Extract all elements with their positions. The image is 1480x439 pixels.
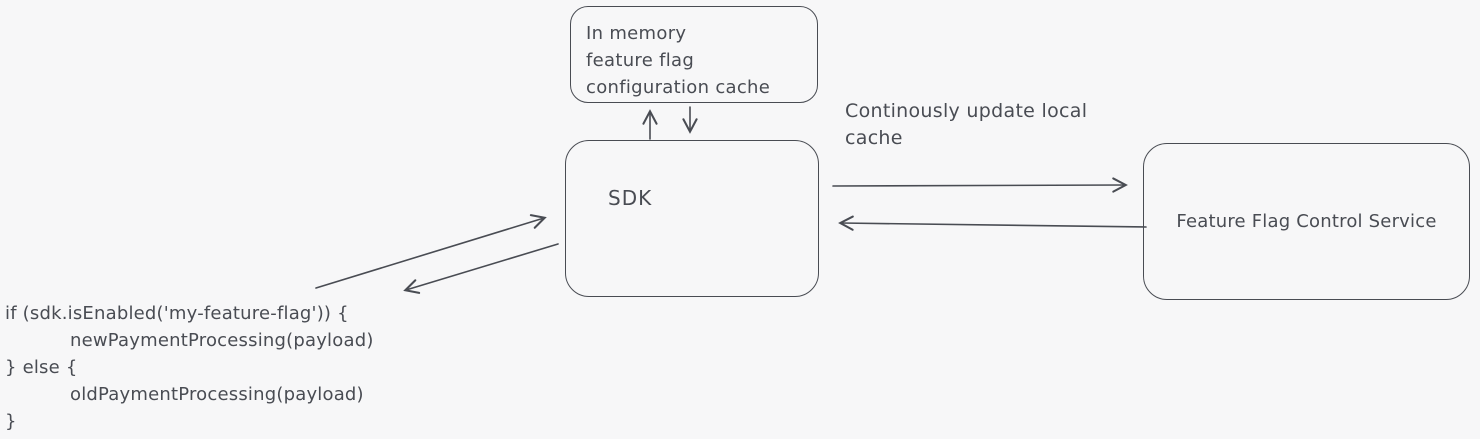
service-label: Feature Flag Control Service [1176, 211, 1437, 232]
node-sdk[interactable]: SDK [565, 140, 819, 297]
cache-box-line: In memory [586, 23, 687, 44]
node-feature-flag-control-service[interactable]: Feature Flag Control Service [1143, 143, 1470, 300]
code-line: } [5, 411, 17, 432]
code-line: } else { [5, 357, 78, 378]
code-line: oldPaymentProcessing(payload) [70, 384, 364, 405]
cache-update-label-line: cache [845, 127, 903, 149]
arrow-sdk-to-code[interactable] [403, 243, 559, 294]
cache-box-line: configuration cache [586, 77, 771, 98]
code-line: if (sdk.isEnabled('my-feature-flag')) { [5, 303, 349, 324]
code-line: newPaymentProcessing(payload) [70, 330, 374, 351]
sdk-label: SDK [608, 186, 653, 210]
code-snippet[interactable]: if (sdk.isEnabled('my-feature-flag')) { … [5, 300, 374, 435]
arrow-sdk-to-service[interactable] [832, 177, 1128, 193]
cache-update-label-line: Continously update local [845, 100, 1088, 122]
cache-box-line: feature flag [586, 50, 695, 71]
arrow-code-to-sdk[interactable] [315, 214, 547, 289]
arrow-service-to-sdk[interactable] [838, 215, 1147, 231]
node-in-memory-cache[interactable]: In memory feature flag configuration cac… [570, 6, 818, 103]
cache-update-label[interactable]: Continously update local cache [845, 98, 1087, 152]
